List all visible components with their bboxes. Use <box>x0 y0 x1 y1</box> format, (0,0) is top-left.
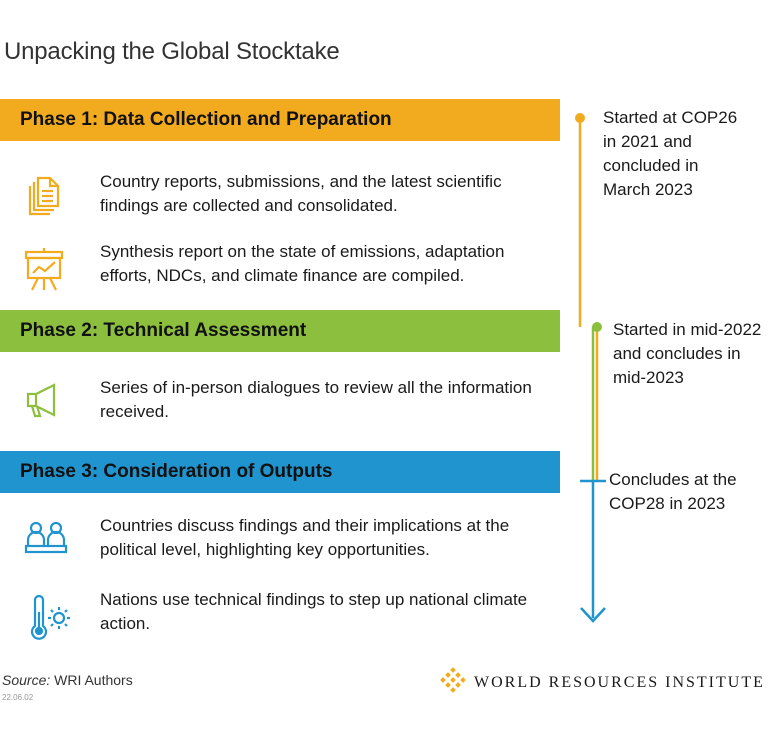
footer-date: 22.06.02 <box>2 693 34 702</box>
phase-3-label: Phase 3: Consideration of Outputs <box>20 461 333 482</box>
phase-1-item-2: Synthesis report on the state of emissio… <box>0 240 560 300</box>
phase-3-item-1: Countries discuss findings and their imp… <box>0 514 560 574</box>
documents-icon <box>24 176 60 220</box>
phase-1-item-2-text: Synthesis report on the state of emissio… <box>100 242 505 285</box>
phase-1-timeline-text: Started at COP26 in 2021 and concluded i… <box>603 108 738 199</box>
timeline-dot-2 <box>592 322 602 332</box>
page-title: Unpacking the Global Stocktake <box>4 38 340 65</box>
phase-2-item-1: Series of in-person dialogues to review … <box>0 376 560 436</box>
phase-3-item-2: Nations use technical findings to step u… <box>0 588 560 648</box>
phase-2-timeline-text: Started in mid-2022 and concludes in mid… <box>613 320 762 387</box>
phase-1-item-1: Country reports, submissions, and the la… <box>0 170 560 230</box>
phase-3-timeline-text: Concludes at the COP28 in 2023 <box>609 470 737 513</box>
timeline-dot-1 <box>575 113 585 123</box>
presentation-board-icon <box>24 246 64 291</box>
people-meeting-icon <box>24 520 68 564</box>
phase-1-item-1-text: Country reports, submissions, and the la… <box>100 172 502 215</box>
phase-2-item-1-text: Series of in-person dialogues to review … <box>100 378 532 421</box>
timeline-arrow-head <box>580 607 606 623</box>
brand-name: WORLD RESOURCES INSTITUTE <box>474 673 765 691</box>
source-note: Source: WRI Authors <box>2 672 133 688</box>
phase-3-item-2-text: Nations use technical findings to step u… <box>100 590 528 633</box>
brand: WORLD RESOURCES INSTITUTE <box>440 667 765 698</box>
phase-1-label: Phase 1: Data Collection and Preparation <box>20 109 392 130</box>
phase-3-item-1-text: Countries discuss findings and their imp… <box>100 516 510 559</box>
phase-2-header: Phase 2: Technical Assessment <box>0 310 560 352</box>
phase-3-header: Phase 3: Consideration of Outputs <box>0 451 560 493</box>
source-label: Source: <box>2 672 51 688</box>
thermometer-sun-icon <box>28 594 74 644</box>
phase-1-header: Phase 1: Data Collection and Preparation <box>0 99 560 141</box>
wri-logo-icon <box>440 667 466 698</box>
megaphone-icon <box>24 382 60 426</box>
phase-2-label: Phase 2: Technical Assessment <box>20 320 307 341</box>
source-text: WRI Authors <box>50 672 133 688</box>
